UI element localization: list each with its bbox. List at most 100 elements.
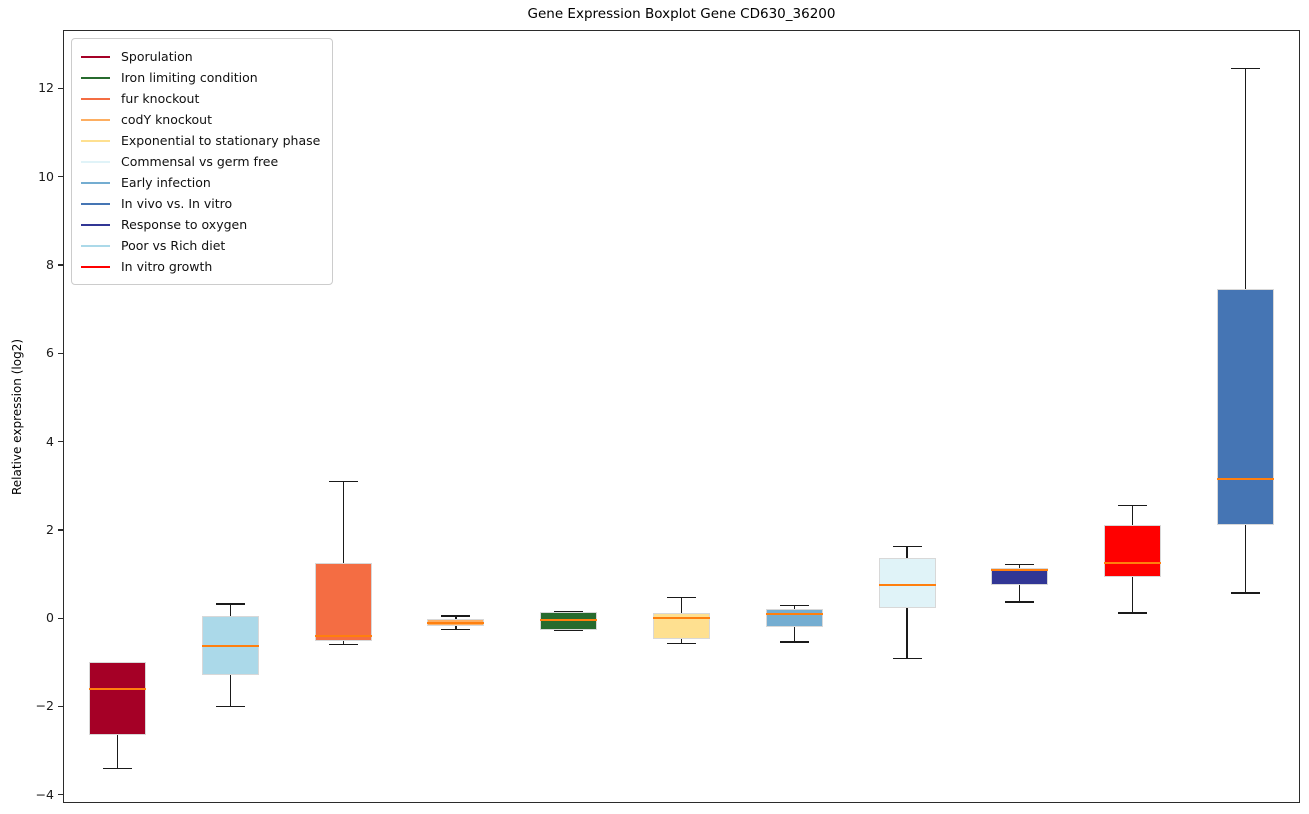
legend-swatch: [81, 202, 110, 205]
upper-whisker: [229, 604, 232, 616]
y-axis-label: Relative expression (log2): [10, 338, 24, 496]
box-in-vitro-growth: [1104, 524, 1162, 578]
median-line: [1216, 477, 1274, 480]
y-tick-label: 2: [46, 521, 54, 537]
legend-item: codY knockout: [81, 109, 320, 130]
legend-item: Iron limiting condition: [81, 67, 320, 88]
lower-whisker-cap: [779, 641, 809, 643]
box-commensal-vs-germ-free: [878, 558, 936, 609]
lower-whisker: [342, 640, 344, 645]
y-tick-label: 6: [46, 345, 54, 361]
lower-whisker-cap: [554, 629, 584, 632]
y-tick-label: 4: [46, 433, 54, 449]
y-tick-label: −4: [35, 786, 54, 802]
box-sporulation: [89, 662, 147, 736]
y-tick-mark: [58, 176, 63, 178]
median-line: [201, 644, 259, 647]
y-tick-label: 8: [46, 256, 54, 272]
legend-item: Commensal vs germ free: [81, 151, 320, 172]
lower-whisker-cap: [667, 643, 696, 645]
y-tick-label: −2: [35, 698, 54, 714]
legend-item: Sporulation: [81, 46, 320, 67]
legend-item-label: Commensal vs germ free: [121, 154, 279, 169]
legend-swatch: [81, 181, 110, 184]
lower-whisker: [680, 639, 683, 644]
legend-item: Exponential to stationary phase: [81, 130, 320, 151]
legend-item: Poor vs Rich diet: [81, 235, 320, 256]
legend-item-label: Sporulation: [121, 49, 193, 64]
upper-whisker-cap: [215, 603, 245, 605]
upper-whisker: [1131, 505, 1134, 525]
lower-whisker: [117, 735, 119, 769]
chart-title: Gene Expression Boxplot Gene CD630_36200: [527, 6, 836, 22]
legend-swatch: [81, 118, 110, 121]
lower-whisker: [906, 608, 908, 659]
legend-item-label: Poor vs Rich diet: [121, 238, 226, 253]
lower-whisker-cap: [892, 658, 922, 660]
legend-item: Early infection: [81, 172, 320, 193]
legend-item-label: In vivo vs. In vitro: [121, 196, 233, 211]
legend-item-label: codY knockout: [121, 112, 213, 127]
upper-whisker-cap: [1118, 504, 1148, 507]
median-line: [878, 584, 936, 587]
legend-item-label: Early infection: [121, 175, 211, 190]
y-tick-mark: [58, 794, 63, 796]
upper-whisker-cap: [779, 604, 809, 607]
y-tick-mark: [58, 529, 63, 531]
lower-whisker-cap: [103, 767, 133, 769]
median-line: [991, 568, 1049, 571]
box-fur-knockout: [314, 562, 372, 641]
lower-whisker: [229, 674, 232, 707]
upper-whisker: [342, 481, 344, 563]
upper-whisker: [680, 597, 683, 613]
legend-swatch: [81, 139, 110, 142]
legend-item-label: Iron limiting condition: [121, 70, 258, 85]
lower-whisker-cap: [441, 629, 471, 631]
lower-whisker: [1131, 577, 1134, 613]
legend-item-label: fur knockout: [121, 91, 200, 106]
y-tick-label: 0: [46, 610, 54, 626]
median-line: [427, 621, 485, 624]
legend-item: In vitro growth: [81, 256, 320, 277]
lower-whisker-cap: [1230, 592, 1260, 594]
legend-swatch: [81, 76, 110, 79]
upper-whisker-cap: [667, 596, 696, 599]
upper-whisker-cap: [554, 610, 584, 613]
legend-item-label: Exponential to stationary phase: [121, 133, 321, 148]
y-tick-mark: [58, 440, 63, 443]
upper-whisker: [1244, 68, 1246, 289]
y-tick-mark: [58, 617, 63, 619]
upper-whisker-cap: [328, 480, 358, 482]
upper-whisker-cap: [1005, 564, 1035, 566]
legend-swatch: [81, 265, 110, 268]
upper-whisker: [793, 605, 795, 609]
median-line: [540, 619, 598, 622]
legend-swatch: [81, 97, 110, 100]
lower-whisker: [455, 626, 457, 630]
upper-whisker: [1019, 564, 1021, 569]
legend-item: Response to oxygen: [81, 214, 320, 235]
legend-swatch: [81, 244, 110, 247]
median-line: [89, 687, 147, 690]
box-in-vivo-vs-in-vitro: [1216, 288, 1274, 526]
y-tick-mark: [58, 705, 63, 708]
lower-whisker-cap: [215, 705, 245, 708]
upper-whisker: [455, 615, 457, 619]
upper-whisker-cap: [1230, 67, 1260, 70]
y-tick-label: 12: [38, 80, 54, 96]
lower-whisker-cap: [1005, 601, 1035, 603]
lower-whisker: [1019, 584, 1021, 602]
lower-whisker: [793, 626, 795, 642]
y-tick-mark: [58, 352, 63, 354]
legend-item-label: Response to oxygen: [121, 217, 248, 232]
median-line: [765, 613, 823, 616]
median-line: [314, 634, 372, 637]
upper-whisker-cap: [441, 615, 471, 617]
y-tick-mark: [58, 87, 63, 90]
box-early-infection: [765, 608, 823, 627]
box-response-to-oxygen: [991, 568, 1049, 585]
legend-swatch: [81, 55, 110, 58]
legend-item: In vivo vs. In vitro: [81, 193, 320, 214]
